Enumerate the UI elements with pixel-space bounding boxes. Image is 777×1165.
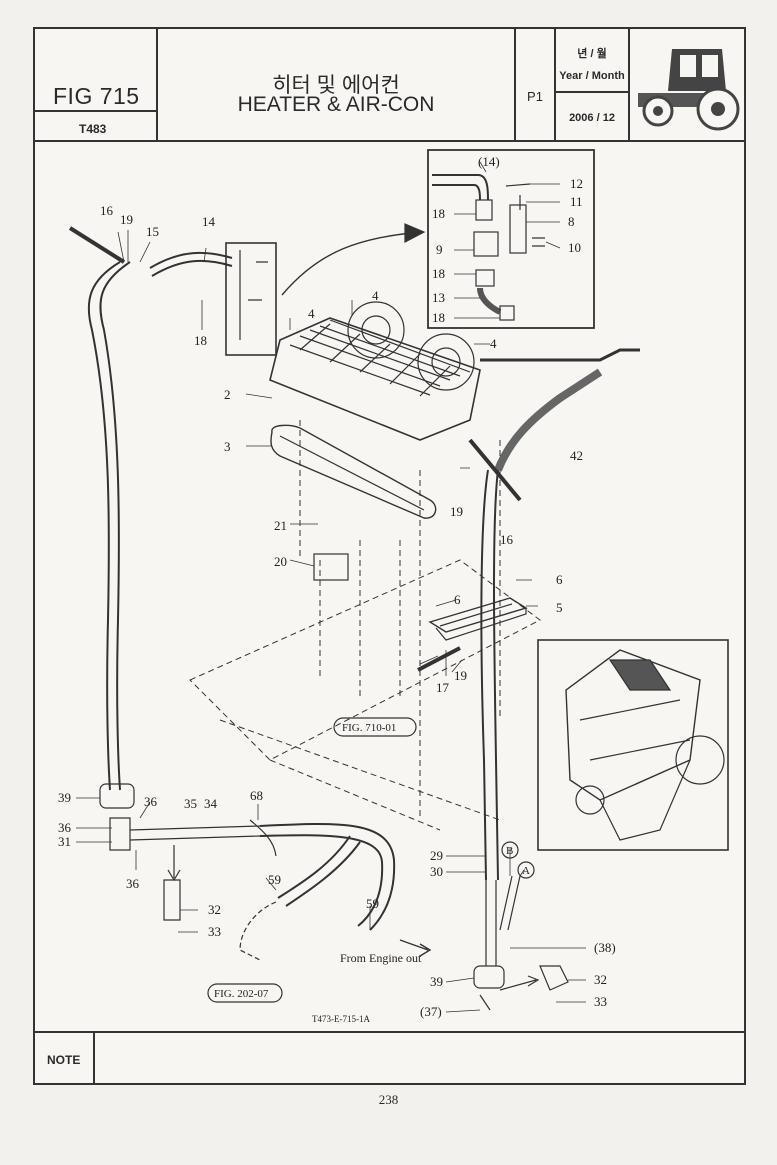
drawing-code: T473-E-715-1A	[312, 1014, 370, 1024]
model-code: T483	[79, 122, 107, 136]
label-19-low: 19	[454, 668, 467, 683]
valve-20	[313, 553, 349, 581]
title-korean: 히터 및 에어컨	[272, 74, 400, 97]
label-4c: 4	[490, 336, 497, 351]
label-14: 14	[202, 214, 216, 229]
label-B: B	[506, 845, 513, 857]
label-8: 8	[568, 214, 575, 229]
label-14-paren: (14)	[478, 154, 500, 169]
label-31: 31	[58, 834, 71, 849]
parts-sheet: FIG 715 T483 히터 및 에어컨 HEATER & AIR-CON P…	[33, 27, 746, 1085]
title-english: HEATER & AIR-CON	[237, 93, 435, 116]
label-32-left: 32	[208, 902, 221, 917]
label-A: A	[522, 865, 530, 877]
date-cell: 년 / 월 Year / Month 2006 / 12	[556, 29, 628, 140]
label-36c: 36	[126, 876, 140, 891]
grommet-39-left	[99, 783, 135, 809]
page-code: P1	[527, 89, 543, 104]
label-33-right: 33	[594, 994, 607, 1009]
tractor-icon	[638, 49, 740, 131]
label-5: 5	[556, 600, 563, 615]
grommet-39-right	[473, 965, 505, 989]
year-month-value: 2006 / 12	[569, 112, 615, 124]
label-3: 3	[224, 439, 231, 454]
label-33-left: 33	[208, 924, 221, 939]
label-6a: 6	[556, 572, 563, 587]
label-18: 18	[194, 333, 207, 348]
label-18-detail-c: 18	[432, 310, 445, 325]
label-32-right: 32	[594, 972, 607, 987]
hose-29	[480, 469, 489, 881]
page-number: 238	[378, 1092, 399, 1107]
label-18-detail-b: 18	[432, 266, 445, 281]
label-30: 30	[430, 864, 443, 879]
hose-42	[494, 368, 603, 472]
label-11: 11	[570, 194, 583, 209]
label-34: 34	[204, 796, 218, 811]
label-42: 42	[570, 448, 583, 463]
label-4b: 4	[372, 288, 379, 303]
gasket-3	[270, 424, 437, 519]
label-4a: 4	[308, 306, 315, 321]
label-6b: 6	[454, 592, 461, 607]
label-35: 35	[184, 796, 197, 811]
cab-illustration-box	[537, 639, 729, 851]
label-36a: 36	[144, 794, 158, 809]
page-code-cell: P1	[516, 29, 554, 140]
label-18-detail-a: 18	[432, 206, 445, 221]
label-10: 10	[568, 240, 581, 255]
note-label: NOTE	[47, 1053, 81, 1067]
part-labels: 16 19 15 14 18 4 4 4 2 3 (14) 12 11 18 8…	[58, 154, 616, 1019]
label-16: 16	[100, 203, 114, 218]
hose-15	[87, 261, 121, 791]
label-59b: 59	[366, 896, 379, 911]
title-block: FIG 715 T483 히터 및 에어컨 HEATER & AIR-CON P…	[35, 29, 744, 142]
label-2: 2	[224, 387, 231, 402]
fig-ref-202-07: FIG. 202-07	[214, 988, 269, 1000]
label-68: 68	[250, 788, 263, 803]
label-12: 12	[570, 176, 583, 191]
label-17: 17	[436, 680, 450, 695]
hose-14	[149, 251, 233, 269]
label-21: 21	[274, 518, 287, 533]
heater-unit-2	[269, 317, 481, 441]
label-37: (37)	[420, 1004, 442, 1019]
blower-right	[417, 333, 475, 391]
clamp-32-right	[539, 965, 569, 991]
label-39-right: 39	[430, 974, 443, 989]
label-39-left: 39	[58, 790, 71, 805]
detail-arrow	[281, 231, 421, 296]
detail-box-right	[427, 149, 595, 329]
label-59a: 59	[268, 872, 281, 887]
exploded-parts-diagram: 16 19 15 14 18 4 4 4 2 3 (14) 12 11 18 8…	[58, 149, 729, 1024]
year-month-label: Year / Month	[559, 70, 625, 82]
pipe-17	[417, 646, 461, 672]
label-9: 9	[436, 242, 443, 257]
blower-left	[347, 301, 405, 359]
pipe-16-right	[468, 438, 522, 502]
label-15: 15	[146, 224, 159, 239]
from-engine-out-note: From Engine out	[340, 951, 422, 965]
year-month-korean: 년 / 월	[577, 48, 607, 60]
label-16-right: 16	[500, 532, 514, 547]
label-29: 29	[430, 848, 443, 863]
clamp-32-left	[163, 879, 181, 921]
label-36b: 36	[58, 820, 72, 835]
label-13: 13	[432, 290, 445, 305]
label-38: (38)	[594, 940, 616, 955]
note-row: NOTE	[35, 1031, 744, 1085]
fig-ref-710-01: FIG. 710-01	[342, 722, 396, 734]
title-cell: 히터 및 에어컨 HEATER & AIR-CON	[158, 29, 514, 140]
label-19: 19	[120, 212, 133, 227]
pipe-16	[68, 226, 126, 264]
detail-box-left	[225, 242, 277, 356]
frame-dashed	[189, 420, 541, 831]
fig-number: FIG 715	[53, 83, 140, 109]
label-19-mid: 19	[450, 504, 463, 519]
label-20: 20	[274, 554, 287, 569]
